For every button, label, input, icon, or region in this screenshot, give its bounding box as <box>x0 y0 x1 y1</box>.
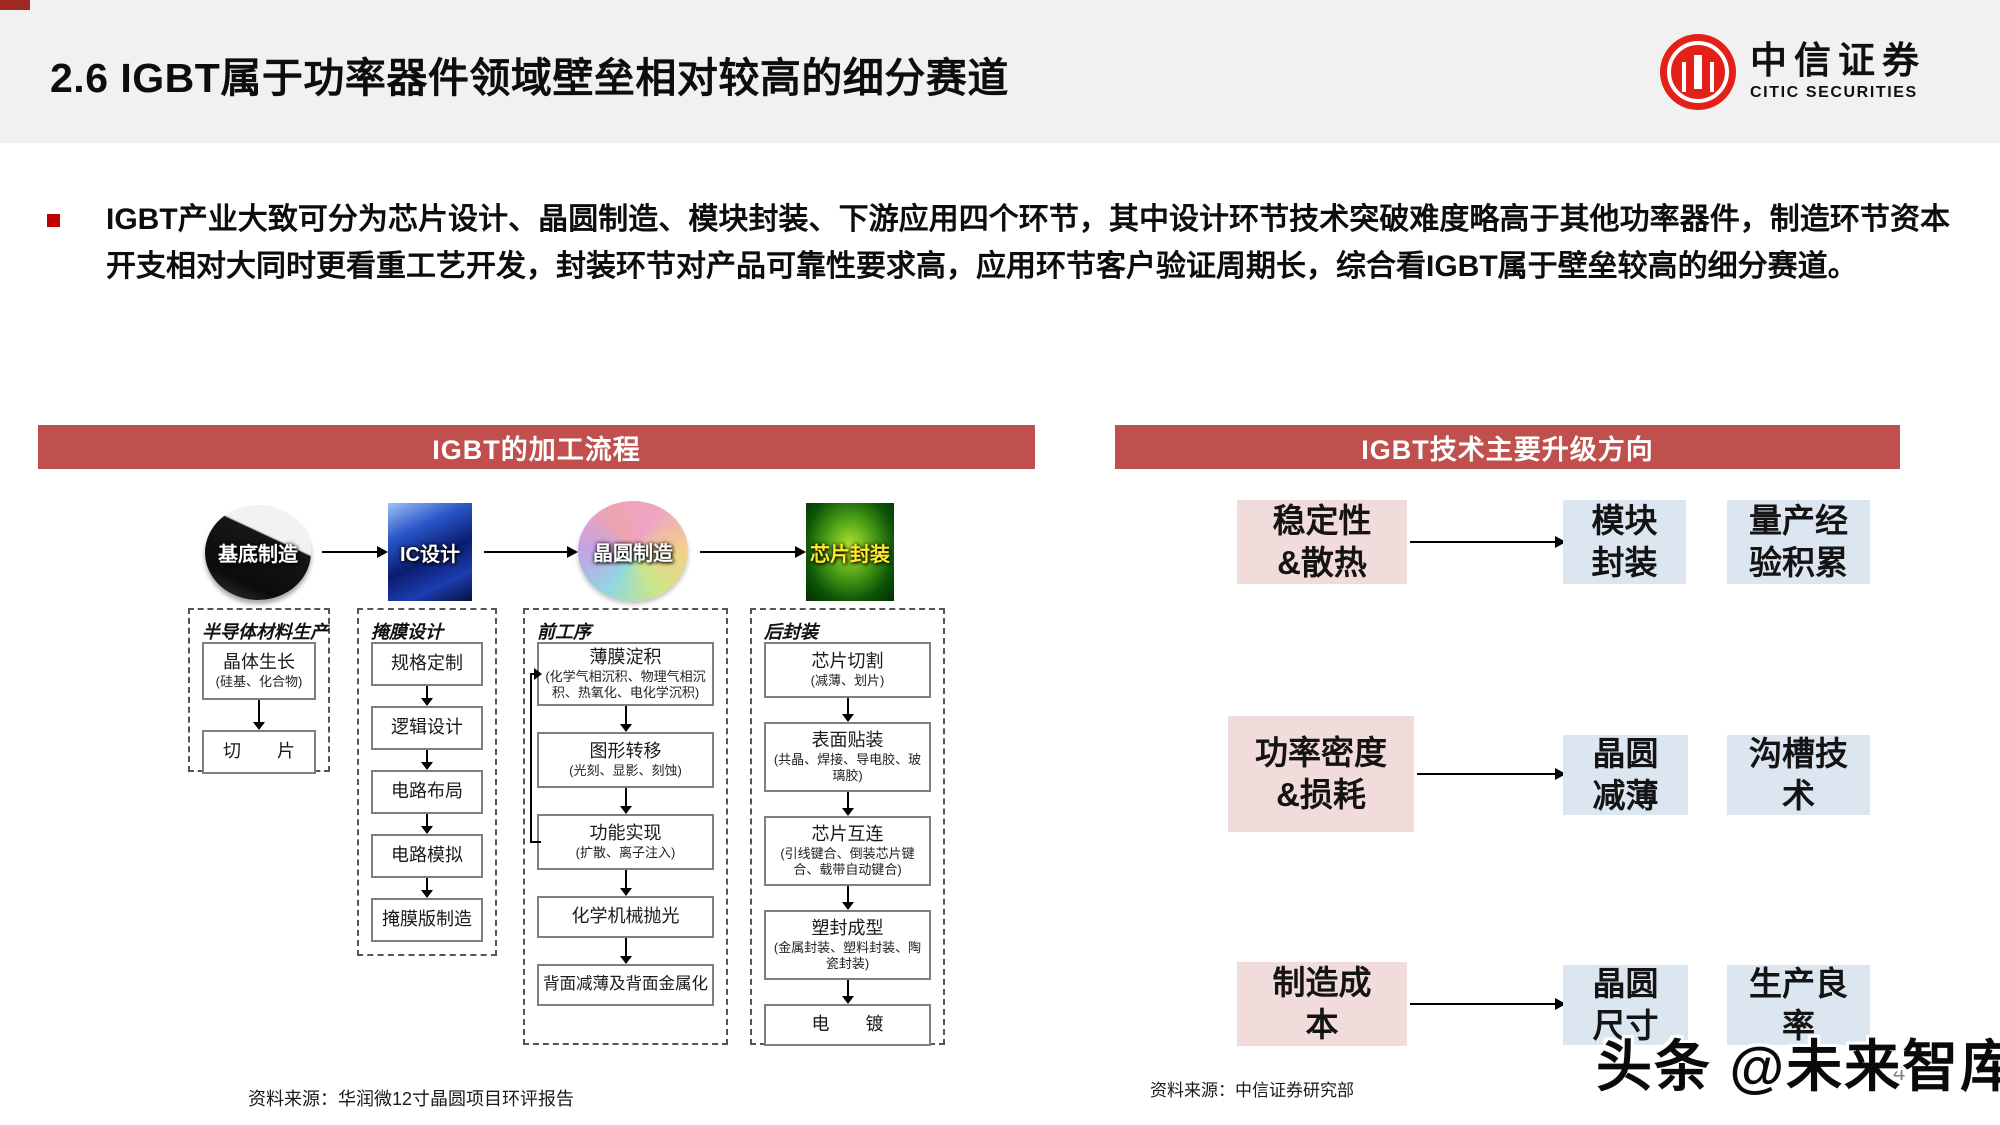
arrow-down-icon <box>359 686 495 706</box>
arrow-down-icon <box>525 706 726 732</box>
flow-step: 芯片互连 (引线键合、倒装芯片键合、载带自动键合) <box>764 816 931 886</box>
flow-step: 晶体生长 (硅基、化合物) <box>202 642 316 700</box>
process-column-front-end: 前工序 薄膜淀积 (化学气相沉积、物理气相沉积、热氧化、电化学沉积) 图形转移 … <box>523 608 728 1045</box>
arrow-down-icon <box>525 938 726 964</box>
logo-name-en: CITIC SECURITIES <box>1750 84 1918 102</box>
rework-loop-arrow-icon <box>534 668 542 680</box>
citic-logo-text: 中信证券 CITIC SECURITIES <box>1750 40 1926 102</box>
stage-image-wafer-fab: 晶圆制造 <box>578 501 688 601</box>
flow-step: 芯片切割 (减薄、划片) <box>764 642 931 698</box>
corner-accent <box>0 0 30 10</box>
flow-step: 规格定制 <box>371 642 483 686</box>
rework-loop-line <box>530 673 536 675</box>
arrow-right-icon <box>700 546 806 558</box>
page-number: 4 <box>1893 1060 1906 1085</box>
arrow-right-icon <box>484 546 578 558</box>
stage-image-ic-design: IC设计 <box>388 503 472 601</box>
upgrade-target: 沟槽技 术 <box>1727 735 1870 815</box>
upgrade-driver: 功率密度 &损耗 <box>1228 716 1414 832</box>
process-panel-header: IGBT的加工流程 <box>38 425 1035 469</box>
stage-label: 芯片封装 <box>810 543 890 566</box>
flow-step: 电路模拟 <box>371 834 483 878</box>
arrow-down-icon <box>752 980 943 1004</box>
upgrade-target: 生产良 率 <box>1727 965 1870 1045</box>
arrow-down-icon <box>525 788 726 814</box>
arrow-down-icon <box>359 878 495 898</box>
bullet-square-icon <box>47 214 60 227</box>
flow-step: 化学机械抛光 <box>537 896 714 938</box>
arrow-right-icon <box>1417 768 1566 780</box>
flow-step: 掩膜版制造 <box>371 898 483 942</box>
source-note-left: 资料来源：华润微12寸晶圆项目环评报告 <box>248 1089 575 1109</box>
process-column-materials: 半导体材料生产 晶体生长 (硅基、化合物) 切 片 <box>188 608 330 774</box>
upgrade-driver: 稳定性 &散热 <box>1237 500 1407 584</box>
upgrade-target: 模块 封装 <box>1563 500 1686 584</box>
upgrade-target: 晶圆 减薄 <box>1563 735 1688 815</box>
stage-label: IC设计 <box>400 543 460 566</box>
arrow-down-icon <box>359 814 495 834</box>
flow-step: 图形转移 (光刻、显影、刻蚀) <box>537 732 714 788</box>
column-header: 前工序 <box>537 622 591 642</box>
column-header: 掩膜设计 <box>371 622 443 642</box>
upgrade-target: 晶圆 尺寸 <box>1563 965 1688 1045</box>
flow-step: 背面减薄及背面金属化 <box>537 964 714 1006</box>
upgrade-target: 量产经 验积累 <box>1727 500 1870 584</box>
column-header: 后封装 <box>764 622 818 642</box>
stage-label: 基底制造 <box>218 544 298 566</box>
rework-loop-line <box>530 841 541 843</box>
citic-logo: 中信证券 CITIC SECURITIES <box>1660 34 1926 110</box>
flow-step: 电 镀 <box>764 1004 931 1046</box>
flow-step: 切 片 <box>202 730 316 774</box>
arrow-down-icon <box>752 698 943 722</box>
arrow-right-icon <box>322 546 388 558</box>
upgrade-driver: 制造成 本 <box>1237 962 1407 1046</box>
arrow-down-icon <box>525 870 726 896</box>
flow-step: 功能实现 (扩散、离子注入) <box>537 814 714 870</box>
flow-step: 逻辑设计 <box>371 706 483 750</box>
citic-emblem-icon <box>1660 34 1736 110</box>
stage-label: 晶圆制造 <box>593 542 673 565</box>
stage-image-packaging: 芯片封装 <box>806 503 894 601</box>
flow-step: 表面贴装 (共晶、焊接、导电胶、玻璃胶) <box>764 722 931 792</box>
upgrade-panel-header: IGBT技术主要升级方向 <box>1115 425 1900 469</box>
citic-emblem-bars <box>1694 55 1702 89</box>
intro-paragraph: IGBT产业大致可分为芯片设计、晶圆制造、模块封装、下游应用四个环节，其中设计环… <box>106 203 1950 283</box>
page-title: 2.6 IGBT属于功率器件领域壁垒相对较高的细分赛道 <box>50 55 1009 101</box>
source-note-right: 资料来源：中信证券研究部 <box>1150 1081 1354 1100</box>
arrow-down-icon <box>752 886 943 910</box>
flow-step: 电路布局 <box>371 770 483 814</box>
flow-step: 薄膜淀积 (化学气相沉积、物理气相沉积、热氧化、电化学沉积) <box>537 642 714 706</box>
process-column-packaging: 后封装 芯片切割 (减薄、划片) 表面贴装 (共晶、焊接、导电胶、玻璃胶) 芯片… <box>750 608 945 1046</box>
arrow-down-icon <box>359 750 495 770</box>
arrow-right-icon <box>1410 998 1566 1010</box>
arrow-down-icon <box>190 700 328 730</box>
rework-loop-line <box>530 674 532 842</box>
arrow-down-icon <box>752 792 943 816</box>
stage-image-substrate: 基底制造 <box>205 505 311 600</box>
arrow-right-icon <box>1410 536 1566 548</box>
watermark: 头条 @未来智库 <box>1596 1035 2000 1098</box>
column-header: 半导体材料生产 <box>202 622 328 642</box>
process-column-mask-design: 掩膜设计 规格定制 逻辑设计 电路布局 电路模拟 掩膜版制造 <box>357 608 497 956</box>
logo-name-cn: 中信证券 <box>1750 40 1926 82</box>
flow-step: 塑封成型 (金属封装、塑料封装、陶瓷封装) <box>764 910 931 980</box>
